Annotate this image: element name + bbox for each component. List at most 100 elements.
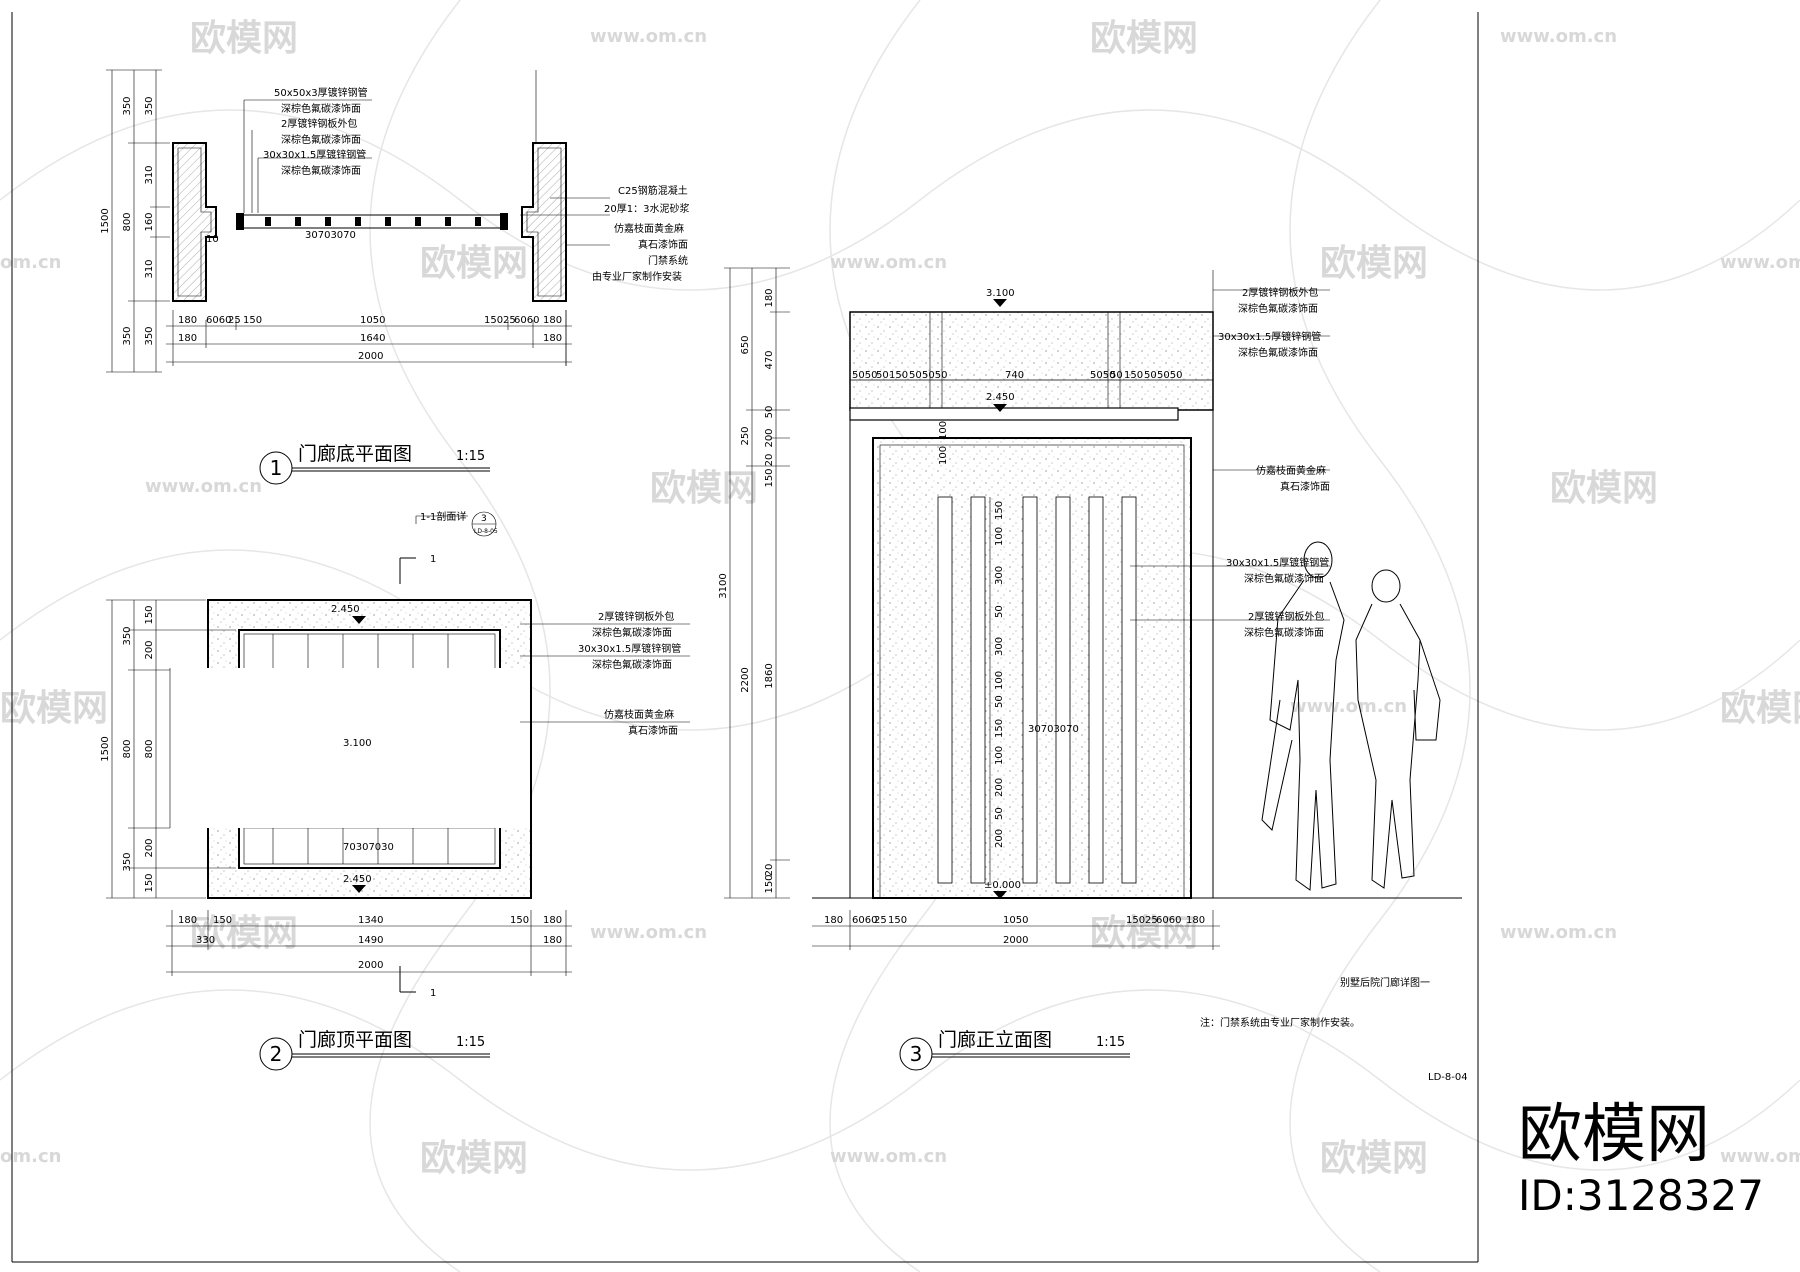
svg-text:www.om.cn: www.om.cn	[590, 26, 707, 47]
svg-text:1: 1	[270, 456, 283, 480]
drawing-2-notes: 2厚镀锌钢板外包 深棕色氟碳漆饰面 30x30x1.5厚镀锌钢管 深棕色氟碳漆饰…	[578, 610, 681, 737]
svg-text:欧模网: 欧模网	[1090, 913, 1198, 954]
svg-text:30x30x1.5厚镀锌钢管: 30x30x1.5厚镀锌钢管	[578, 642, 681, 655]
drawing-1-notes-right: C25钢筋混凝土 20厚1：3水泥砂浆 仿嘉枝面黄金麻 真石漆饰面 门禁系统 由…	[592, 184, 689, 283]
svg-text:2.450: 2.450	[331, 604, 360, 615]
svg-text:200: 200	[764, 428, 775, 447]
svg-text:350: 350	[122, 96, 133, 115]
gate-slats	[937, 496, 1137, 884]
svg-text:350: 350	[122, 626, 133, 645]
svg-text:www.om.cn: www.om.cn	[1720, 1146, 1800, 1167]
drawing-1-floor-plan: 10 30703070 50x50x3厚镀锌钢管 深棕色氟碳漆饰面 2厚镀锌钢板…	[100, 69, 689, 485]
svg-text:5050: 5050	[1157, 370, 1182, 381]
svg-text:25: 25	[1145, 915, 1158, 926]
svg-text:150: 150	[1126, 915, 1145, 926]
svg-text:740: 740	[1005, 370, 1024, 381]
drawing-3-notes: 2厚镀锌钢板外包 深棕色氟碳漆饰面 30x30x1.5厚镀锌钢管 深棕色氟碳漆饰…	[1218, 286, 1330, 639]
svg-text:www.om.cn: www.om.cn	[1720, 252, 1800, 273]
svg-text:50: 50	[1110, 370, 1123, 381]
svg-text:25: 25	[503, 315, 516, 326]
svg-text:真石漆饰面: 真石漆饰面	[638, 238, 688, 251]
svg-text:100: 100	[994, 746, 1005, 765]
drawing-2-roof-plan: 2.450 3.100 2.450 70307030 1 1 1-1剖面详 3 …	[100, 510, 690, 1071]
svg-text:100: 100	[994, 671, 1005, 690]
sheet-notes: 别墅后院门廊详图一 注：门禁系统由专业厂家制作安装。 LD-8-04	[1200, 976, 1468, 1083]
svg-text:深棕色氟碳漆饰面: 深棕色氟碳漆饰面	[281, 102, 361, 115]
svg-text:欧模网: 欧模网	[1720, 688, 1800, 729]
svg-text:2000: 2000	[1003, 935, 1028, 946]
svg-text:1640: 1640	[360, 333, 385, 344]
svg-text:2厚镀锌钢板外包: 2厚镀锌钢板外包	[598, 610, 674, 623]
svg-text:欧模网: 欧模网	[650, 468, 758, 509]
svg-text:350: 350	[144, 96, 155, 115]
svg-text:25: 25	[874, 915, 887, 926]
svg-text:350: 350	[122, 326, 133, 345]
svg-text:由专业厂家制作安装: 由专业厂家制作安装	[592, 270, 682, 283]
svg-text:650: 650	[740, 335, 751, 354]
brand-watermark: 欧模网 ID:3128327	[1518, 1098, 1764, 1220]
svg-text:深棕色氟碳漆饰面: 深棕色氟碳漆饰面	[592, 626, 672, 639]
svg-text:180: 180	[178, 915, 197, 926]
svg-text:150: 150	[510, 915, 529, 926]
svg-text:欧模网: 欧模网	[1320, 1138, 1428, 1179]
svg-text:欧模网: 欧模网	[0, 688, 108, 729]
svg-text:3100: 3100	[718, 573, 729, 598]
svg-text:160: 160	[144, 212, 155, 231]
svg-text:仿嘉枝面黄金麻: 仿嘉枝面黄金麻	[1256, 464, 1326, 477]
svg-text:欧模网: 欧模网	[190, 913, 298, 954]
drawing-2-title: 2 门廊顶平面图 1:15	[259, 1029, 490, 1071]
svg-text:6060: 6060	[206, 315, 231, 326]
svg-text:180: 180	[543, 935, 562, 946]
svg-text:2厚镀锌钢板外包: 2厚镀锌钢板外包	[1248, 610, 1324, 623]
svg-text:欧模网: 欧模网	[420, 1138, 528, 1179]
svg-text:25: 25	[228, 315, 241, 326]
svg-text:180: 180	[178, 333, 197, 344]
svg-text:180: 180	[543, 915, 562, 926]
small-label: 10	[206, 234, 219, 245]
svg-text:±0.000: ±0.000	[984, 880, 1021, 891]
svg-text:5050: 5050	[1090, 370, 1115, 381]
svg-text:150: 150	[764, 468, 775, 487]
svg-text:真石漆饰面: 真石漆饰面	[1280, 480, 1330, 493]
svg-text:仿嘉枝面黄金麻: 仿嘉枝面黄金麻	[614, 222, 684, 235]
svg-text:深棕色氟碳漆饰面: 深棕色氟碳漆饰面	[281, 133, 361, 146]
svg-text:180: 180	[824, 915, 843, 926]
svg-text:www.om.cn: www.om.cn	[1500, 26, 1617, 47]
svg-text:20: 20	[764, 454, 775, 467]
drawing-3-horizontal-dims: 180 6060 25 150 1050 150 25 6060 180 200…	[812, 910, 1220, 950]
svg-text:100: 100	[994, 527, 1005, 546]
footnote: 注：门禁系统由专业厂家制作安装。	[1200, 1016, 1360, 1029]
svg-text:深棕色氟碳漆饰面: 深棕色氟碳漆饰面	[281, 164, 361, 177]
svg-text:www.om.cn: www.om.cn	[830, 252, 947, 273]
svg-text:om.cn: om.cn	[0, 252, 61, 273]
svg-text:50: 50	[909, 370, 922, 381]
svg-text:100: 100	[938, 446, 949, 465]
svg-text:仿嘉枝面黄金麻: 仿嘉枝面黄金麻	[604, 708, 674, 721]
svg-text:180: 180	[1186, 915, 1205, 926]
svg-text:150: 150	[144, 873, 155, 892]
svg-text:深棕色氟碳漆饰面: 深棕色氟碳漆饰面	[592, 658, 672, 671]
svg-text:150: 150	[484, 315, 503, 326]
svg-text:200: 200	[994, 829, 1005, 848]
svg-text:2.450: 2.450	[986, 392, 1015, 403]
svg-text:1500: 1500	[100, 736, 111, 761]
svg-text:50: 50	[994, 695, 1005, 708]
svg-text:1-1剖面详: 1-1剖面详	[420, 510, 466, 523]
svg-text:150: 150	[994, 719, 1005, 738]
svg-text:2厚镀锌钢板外包: 2厚镀锌钢板外包	[1242, 286, 1318, 299]
svg-text:门廊底平面图: 门廊底平面图	[298, 443, 412, 465]
svg-text:150: 150	[994, 501, 1005, 520]
svg-text:www.om.cn: www.om.cn	[145, 476, 262, 497]
svg-text:1860: 1860	[764, 663, 775, 688]
svg-text:250: 250	[740, 426, 751, 445]
svg-text:1:15: 1:15	[456, 449, 485, 464]
right-pillar	[521, 142, 567, 302]
svg-text:2000: 2000	[358, 960, 383, 971]
svg-text:欧模网: 欧模网	[190, 18, 298, 59]
svg-text:30x30x1.5厚镀锌钢管: 30x30x1.5厚镀锌钢管	[263, 148, 366, 161]
svg-text:1490: 1490	[358, 935, 383, 946]
svg-text:LD-8-05: LD-8-05	[474, 528, 498, 535]
svg-text:2.450: 2.450	[343, 874, 372, 885]
drawing-1-notes-top: 50x50x3厚镀锌钢管 深棕色氟碳漆饰面 2厚镀锌钢板外包 深棕色氟碳漆饰面 …	[263, 86, 368, 177]
svg-text:3: 3	[481, 514, 487, 524]
